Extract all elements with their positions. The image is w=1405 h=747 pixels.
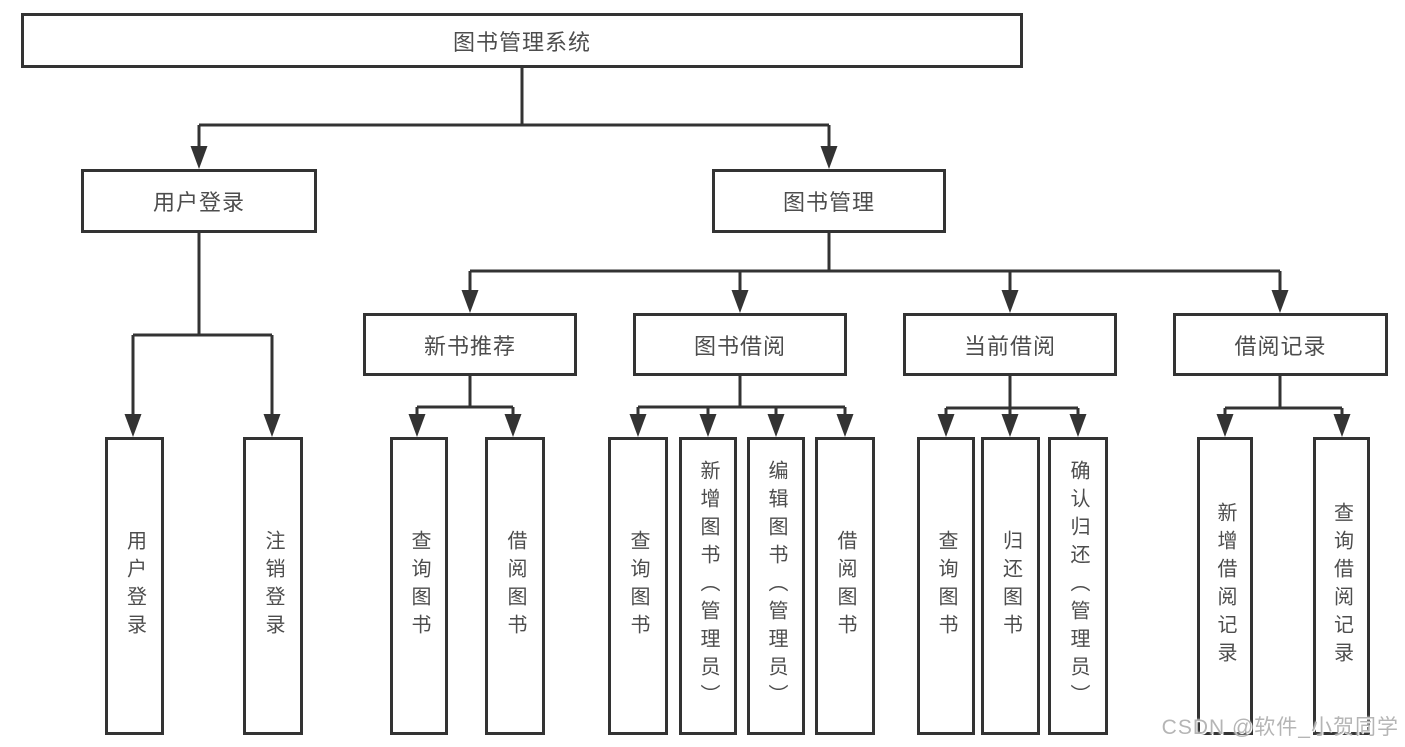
leaf-confirm-return-admin: 确认归还（管理员）	[1048, 437, 1108, 735]
node-label: 查询图书	[627, 530, 649, 642]
leaf-user-login: 用户登录	[105, 437, 164, 735]
node-label: 借阅记录	[1234, 333, 1327, 359]
node-label: 查询图书	[408, 530, 430, 642]
node-label: 确认归还（管理员）	[1067, 460, 1089, 712]
node-label: 注销登录	[262, 530, 284, 642]
node-label: 图书管理系统	[452, 29, 591, 55]
node-label: 用户登录	[123, 530, 146, 642]
node-label: 新增借阅记录	[1214, 502, 1236, 670]
leaf-query-borrow-record: 查询借阅记录	[1313, 437, 1370, 735]
node-label: 新增图书（管理员）	[697, 460, 719, 712]
node-current-borrow: 当前借阅	[903, 313, 1117, 376]
leaf-logout: 注销登录	[243, 437, 303, 735]
node-label: 归还图书	[999, 530, 1022, 642]
node-label: 借阅图书	[504, 530, 526, 642]
node-label: 借阅图书	[834, 530, 856, 642]
leaf-borrow-books: 借阅图书	[815, 437, 875, 735]
node-new-book-recommend: 新书推荐	[363, 313, 577, 376]
node-label: 当前借阅	[963, 333, 1056, 359]
node-root: 图书管理系统	[21, 13, 1023, 68]
node-book-management: 图书管理	[712, 169, 946, 233]
leaf-query-books-borrow: 查询图书	[608, 437, 668, 735]
leaf-edit-books-admin: 编辑图书（管理员）	[747, 437, 805, 735]
leaf-query-books-current: 查询图书	[917, 437, 975, 735]
leaf-add-borrow-record: 新增借阅记录	[1197, 437, 1253, 735]
node-label: 编辑图书（管理员）	[765, 460, 787, 712]
node-label: 新书推荐	[423, 333, 516, 359]
node-borrow-records: 借阅记录	[1173, 313, 1388, 376]
node-label: 图书借阅	[693, 333, 786, 359]
node-label: 用户登录	[152, 190, 245, 215]
leaf-borrow-books-recommend: 借阅图书	[485, 437, 545, 735]
leaf-return-books: 归还图书	[981, 437, 1040, 735]
leaf-query-books-recommend: 查询图书	[390, 437, 448, 735]
node-label: 查询图书	[935, 530, 957, 642]
node-user-login: 用户登录	[81, 169, 317, 233]
node-label: 查询借阅记录	[1330, 502, 1353, 670]
node-book-borrow: 图书借阅	[633, 313, 847, 376]
csdn-watermark: CSDN @软件_小贺同学	[1161, 716, 1399, 739]
node-label: 图书管理	[782, 190, 875, 215]
leaf-add-books-admin: 新增图书（管理员）	[679, 437, 737, 735]
